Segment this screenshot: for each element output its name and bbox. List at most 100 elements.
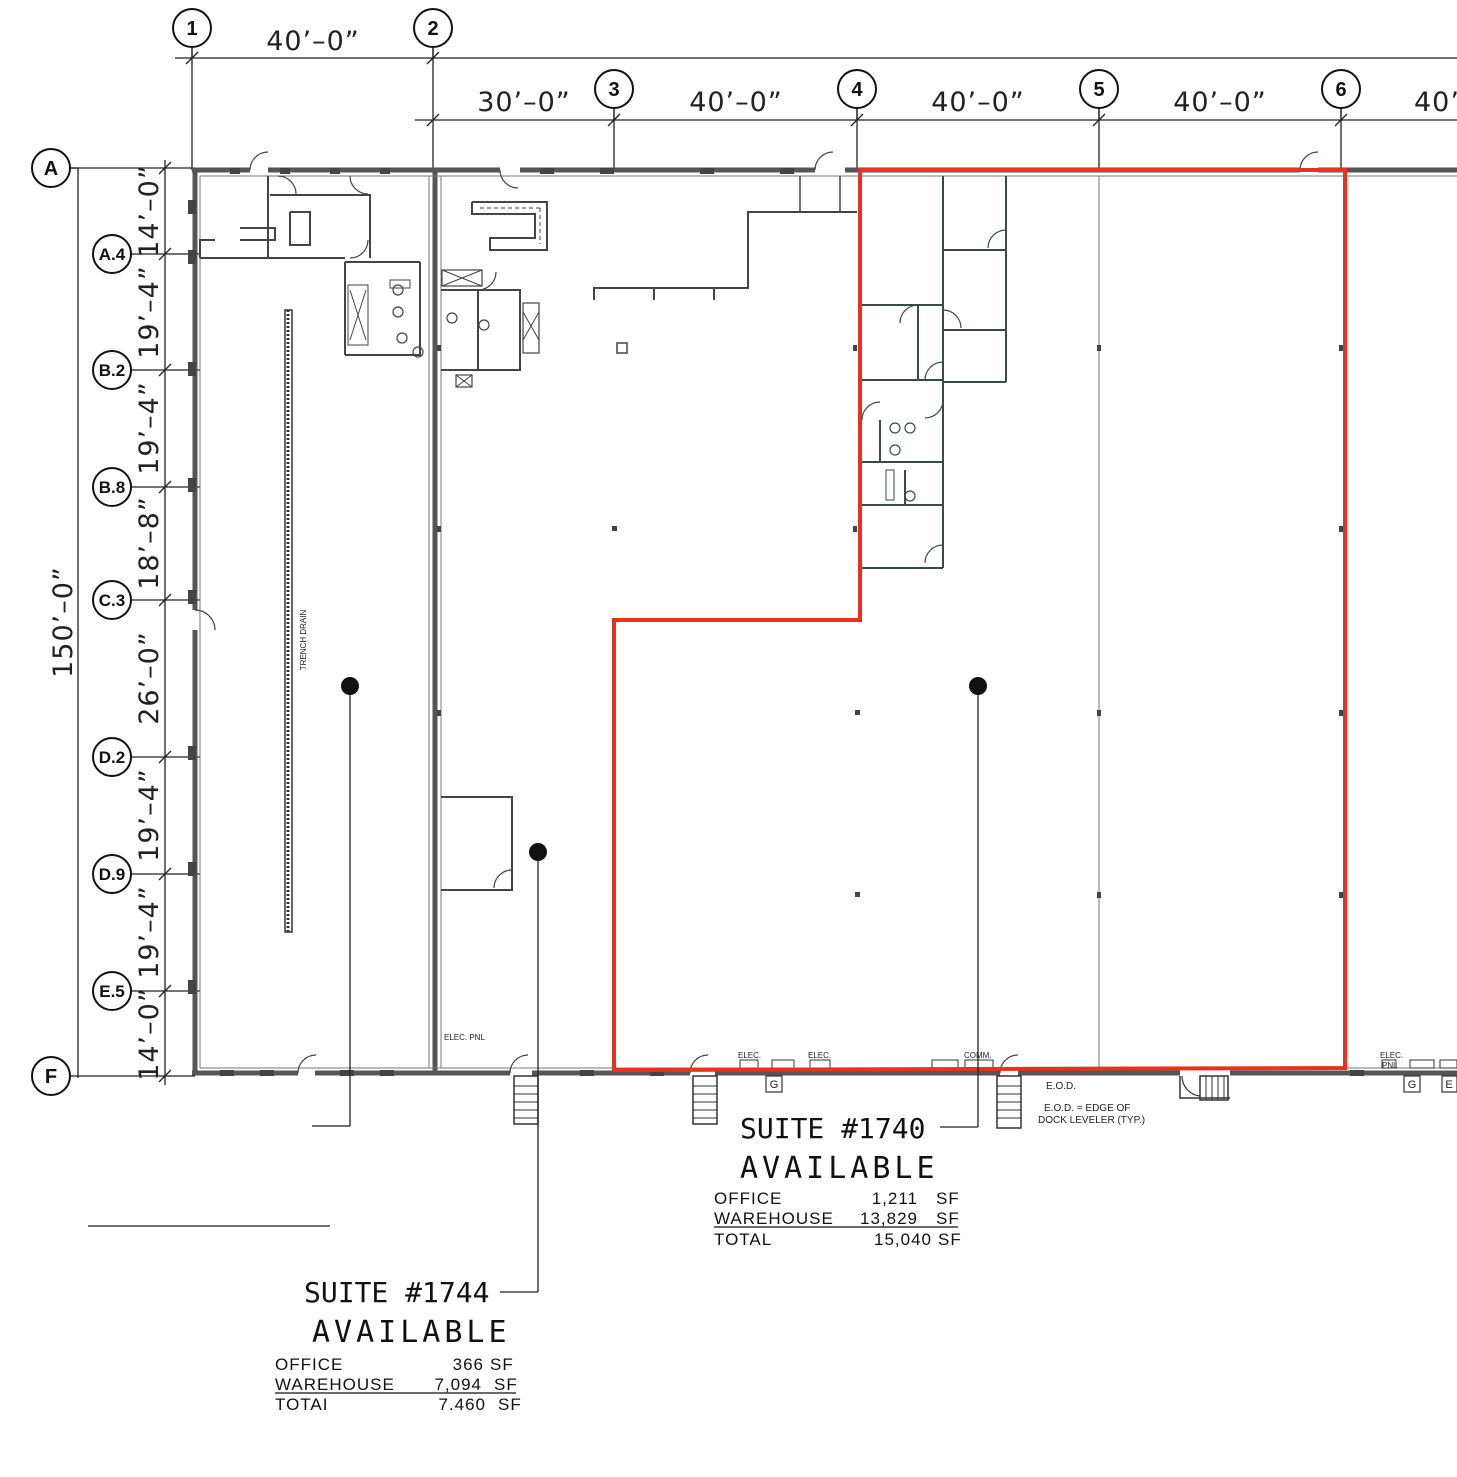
eod-note-line-1: E.O.D. = EDGE OF xyxy=(1044,1103,1130,1114)
suite-1744-total-label: TOTAI xyxy=(275,1395,329,1414)
suite-1740-title: SUITE #1740 xyxy=(740,1112,925,1145)
eod-notes: E.O.D. E.O.D. = EDGE OF DOCK LEVELER (TY… xyxy=(1038,1081,1145,1126)
svg-text:C.3: C.3 xyxy=(99,591,125,610)
suite-1744-office-value: 366 xyxy=(453,1355,484,1374)
dim-overall-depth: 150’–0” xyxy=(48,566,79,678)
grid-bubble-C3: C.3 xyxy=(92,580,132,620)
grade-marker-g1: G xyxy=(770,1079,779,1091)
svg-text:E.5: E.5 xyxy=(99,982,125,1001)
suite-1740-status: AVAILABLE xyxy=(740,1151,939,1186)
dim-row-d9-e5: 19’–4” xyxy=(134,885,165,979)
suite-1740-total-label: TOTAL xyxy=(714,1230,772,1249)
svg-text:3: 3 xyxy=(608,79,619,101)
trench-drain-label: TRENCH DRAIN xyxy=(299,610,308,671)
grid-bubble-2: 2 xyxy=(413,8,453,48)
eod-label: E.O.D. xyxy=(1046,1081,1076,1092)
grid-bubble-D2: D.2 xyxy=(92,737,132,777)
svg-text:5: 5 xyxy=(1093,79,1104,101)
grid-bubble-A: A xyxy=(31,148,71,188)
suite-1740-total-unit: SF xyxy=(938,1230,962,1249)
suite-1740-offices xyxy=(861,151,1319,1074)
svg-text:D.9: D.9 xyxy=(99,865,125,884)
middle-office-block xyxy=(441,151,857,1074)
suite-1744-total-unit: SF xyxy=(498,1395,522,1414)
svg-text:2: 2 xyxy=(427,18,438,40)
grid-bubble-F: F xyxy=(31,1056,71,1096)
dim-row-c3-d2: 26’–0” xyxy=(134,631,165,725)
left-office-block xyxy=(194,151,424,1074)
suite-1740-warehouse-label: WAREHOUSE xyxy=(714,1209,834,1228)
suite-1744-warehouse-unit: SF xyxy=(494,1375,518,1394)
dim-col-2-3: 30’–0” xyxy=(477,87,571,118)
grid-row-bubbles xyxy=(70,167,78,169)
dim-col-3-4: 40’–0” xyxy=(689,87,783,118)
leader-dots xyxy=(341,677,987,861)
suite-1740-label: SUITE #1740 AVAILABLE OFFICE 1,211 SF WA… xyxy=(714,1112,962,1249)
grade-marker-g2: G xyxy=(1408,1079,1417,1091)
dim-row-a4-b2: 19’–4” xyxy=(134,265,165,359)
dim-row-a-a4: 14’–0” xyxy=(134,164,165,258)
grid-bubble-D9: D.9 xyxy=(92,854,132,894)
dim-row-d2-d9: 19’–4” xyxy=(134,768,165,862)
svg-text:B.8: B.8 xyxy=(99,478,125,497)
suite-1744-status: AVAILABLE xyxy=(312,1315,511,1350)
suite-1740-office-unit: SF xyxy=(936,1189,960,1208)
svg-text:A: A xyxy=(44,158,58,180)
grade-markers: G G E xyxy=(765,1075,1457,1093)
dim-row-b8-c3: 18’–8” xyxy=(134,496,165,590)
trench-drain: TRENCH DRAIN xyxy=(284,309,308,933)
elec-label-2: ELEC. xyxy=(808,1051,831,1060)
suite-1744-office-label: OFFICE xyxy=(275,1355,343,1374)
stair-treads xyxy=(514,1076,1225,1119)
suite-1740-highlight xyxy=(612,168,1347,1073)
svg-text:6: 6 xyxy=(1335,79,1346,101)
svg-text:D.2: D.2 xyxy=(99,748,125,767)
top-dimension-labels: 40’–0” 30’–0” 40’–0” 40’–0” 40’–0” 40’ xyxy=(266,26,1457,118)
grid-bubble-1: 1 xyxy=(172,8,212,48)
grid-bubble-A4: A.4 xyxy=(92,234,132,274)
suite-1744-warehouse-label: WAREHOUSE xyxy=(275,1375,395,1394)
suite-1744-warehouse-value: 7,094 xyxy=(434,1375,482,1394)
dimension-lines xyxy=(70,46,1457,1085)
grid-bubble-E5: E.5 xyxy=(92,971,132,1011)
bottom-wall-equipment xyxy=(739,1059,1457,1069)
elec-label-3: ELEC. xyxy=(1380,1051,1403,1060)
dim-row-b2-b8: 19’–4” xyxy=(134,381,165,475)
grid-column-bubbles: 1 2 3 4 5 6 xyxy=(172,8,1361,109)
pnl-label: PNL xyxy=(1382,1061,1398,1070)
dim-col-6-7: 40’ xyxy=(1414,87,1457,118)
suite-1740-total-value: 15,040 xyxy=(874,1230,932,1249)
dock-stairs xyxy=(513,1075,1230,1129)
svg-text:4: 4 xyxy=(851,79,863,101)
elec-label-1: ELEC. xyxy=(738,1051,761,1060)
grid-bubble-4: 4 xyxy=(837,69,877,109)
grid-bubble-B8: B.8 xyxy=(92,467,132,507)
suite-1740-office-value: 1,211 xyxy=(872,1189,918,1208)
dim-col-1-2: 40’–0” xyxy=(266,26,360,57)
grid-bubble-B2: B.2 xyxy=(92,350,132,390)
grade-marker-e: E xyxy=(1445,1079,1452,1091)
grid-bubble-5: 5 xyxy=(1079,69,1119,109)
suite-1740-office-label: OFFICE xyxy=(714,1189,782,1208)
dim-col-5-6: 40’–0” xyxy=(1173,87,1267,118)
suite-1744-label: SUITE #1744 AVAILABLE OFFICE 366 SF WARE… xyxy=(275,1276,522,1414)
dim-col-4-5: 40’–0” xyxy=(931,87,1025,118)
column-markers xyxy=(188,168,1364,1076)
dim-row-e5-f: 14’–0” xyxy=(134,987,165,1081)
suite-1740-warehouse-value: 13,829 xyxy=(860,1209,918,1228)
svg-text:F: F xyxy=(45,1066,57,1088)
leader-lines xyxy=(88,686,979,1293)
eod-note-line-2: DOCK LEVELER (TYP.) xyxy=(1038,1115,1145,1126)
svg-text:A.4: A.4 xyxy=(99,245,126,264)
grid-bubble-6: 6 xyxy=(1321,69,1361,109)
grid-bubble-3: 3 xyxy=(594,69,634,109)
grid-row-bubbles-shapes: A A.4 B.2 B.8 C.3 D.2 D.9 E.5 xyxy=(31,148,132,1096)
svg-text:1: 1 xyxy=(186,18,197,40)
suite-1744-office-unit: SF xyxy=(490,1355,514,1374)
suite-1740-warehouse-unit: SF xyxy=(936,1209,960,1228)
suite-1744-total-value: 7.460 xyxy=(438,1395,486,1414)
svg-text:B.2: B.2 xyxy=(99,361,125,380)
elec-pnl-label: ELEC. PNL xyxy=(444,1033,485,1042)
suite-1744-title: SUITE #1744 xyxy=(304,1276,489,1309)
